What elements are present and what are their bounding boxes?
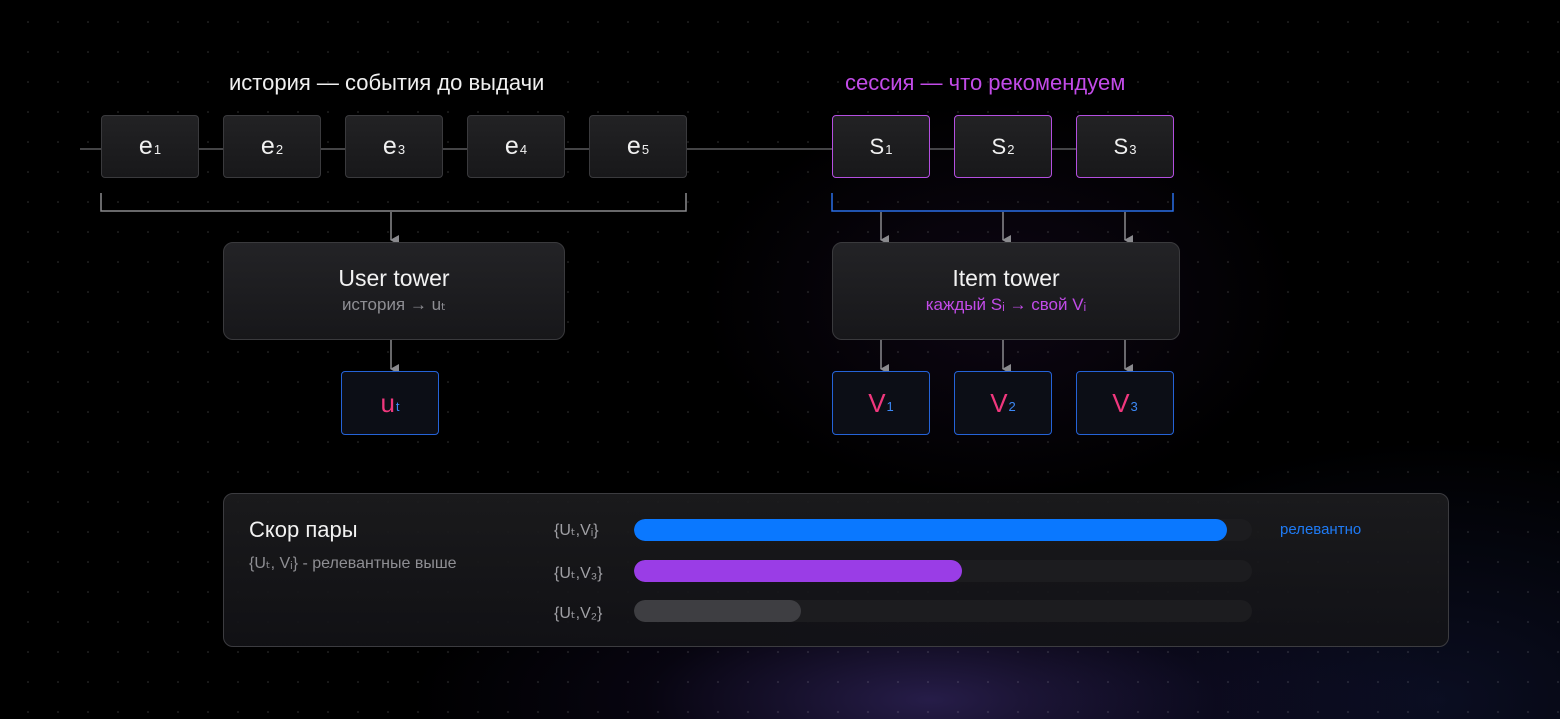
session-node-index: 2 (1007, 142, 1015, 157)
score-bar-track (634, 560, 1252, 582)
session-bracket (831, 193, 1174, 212)
score-panel-subtitle: {Uₜ, Vᵢ} - релевантные выше (249, 555, 457, 572)
score-row-label: {Uₜ,V₃} (554, 565, 603, 582)
item-tower-block: Item tower каждый Sᵢ → свой Vᵢ (832, 242, 1180, 340)
score-row-label: {Uₜ,Vᵢ} (554, 522, 599, 539)
item-tower-subtitle: каждый Sᵢ → свой Vᵢ (925, 295, 1087, 314)
session-node-index: 1 (885, 142, 893, 157)
score-bar-fill (634, 519, 1228, 541)
event-node-label: e (504, 132, 519, 160)
event-node-label: e (626, 132, 641, 160)
vector-label: u (380, 387, 395, 418)
session-node-label: S (1113, 133, 1129, 159)
score-bar-track (634, 600, 1252, 622)
session-node-index: 3 (1129, 142, 1137, 157)
score-row-label: {Uₜ,V₂} (554, 605, 603, 622)
score-bar-fill (634, 560, 962, 582)
vector-label: V (1112, 387, 1130, 418)
vector-label: V (868, 387, 886, 418)
score-panel-title: Скор пары (249, 517, 358, 542)
session-node-label: S (869, 133, 885, 159)
event-node-index: 1 (153, 142, 162, 157)
history-bracket (100, 193, 687, 212)
vector-index: 1 (886, 398, 894, 414)
event-node-label: e (138, 132, 153, 160)
user-tower-subtitle: история → uₜ (341, 295, 447, 314)
vector-index: 3 (1130, 398, 1138, 414)
score-bar-fill (634, 600, 801, 622)
event-node-index: 2 (275, 142, 284, 157)
event-node-index: 3 (397, 142, 406, 157)
event-node-index: 4 (519, 142, 528, 157)
session-node-label: S (991, 133, 1007, 159)
user-tower-block: User tower история → uₜ (223, 242, 565, 340)
score-bar-track (634, 519, 1252, 541)
vector-label: V (990, 387, 1008, 418)
session-label: сессия — что рекомендуем (845, 70, 1126, 95)
score-row-note: релевантно (1280, 521, 1362, 538)
item-tower-title: Item tower (952, 265, 1060, 291)
history-label: история — события до выдачи (229, 70, 545, 95)
event-node-label: e (382, 132, 397, 160)
score-panel: Скор пары {Uₜ, Vᵢ} - релевантные выше {U… (223, 493, 1449, 647)
event-node-index: 5 (641, 142, 650, 157)
user-tower-title: User tower (338, 265, 450, 291)
vector-index: t (395, 398, 400, 414)
event-node-label: e (260, 132, 275, 160)
vector-index: 2 (1008, 398, 1016, 414)
